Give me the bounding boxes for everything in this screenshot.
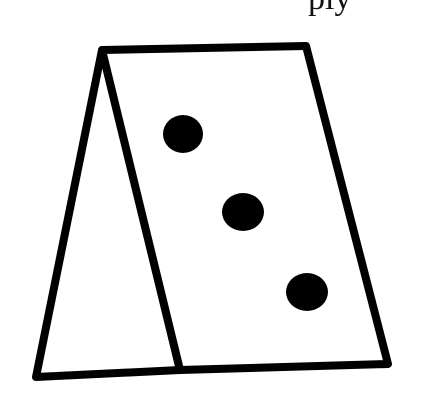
dot-1 <box>163 115 203 153</box>
dot-2 <box>222 193 264 231</box>
dot-3 <box>286 273 328 311</box>
